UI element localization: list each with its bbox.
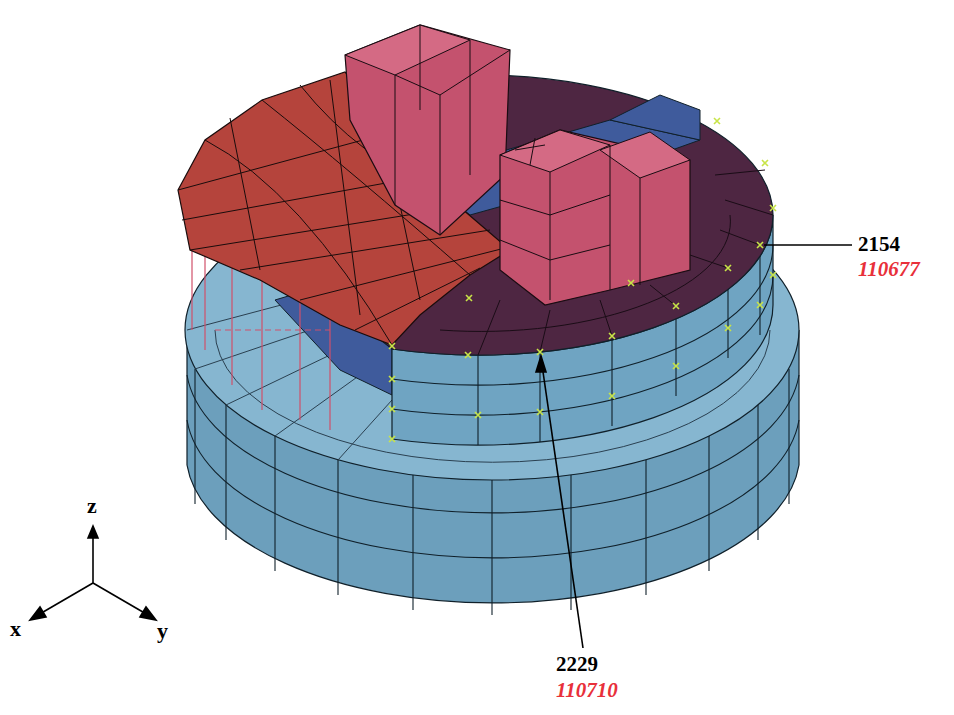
axis-triad [30, 526, 156, 620]
leader-line [536, 245, 852, 648]
axis-label: y [157, 620, 168, 642]
callout-number: 110677 [858, 259, 920, 280]
axis-label: z [87, 495, 97, 517]
axis-label: x [10, 618, 21, 640]
callout-number: 2154 [858, 234, 900, 255]
callout-number: 2229 [556, 654, 598, 675]
callout-number: 110710 [556, 680, 618, 701]
